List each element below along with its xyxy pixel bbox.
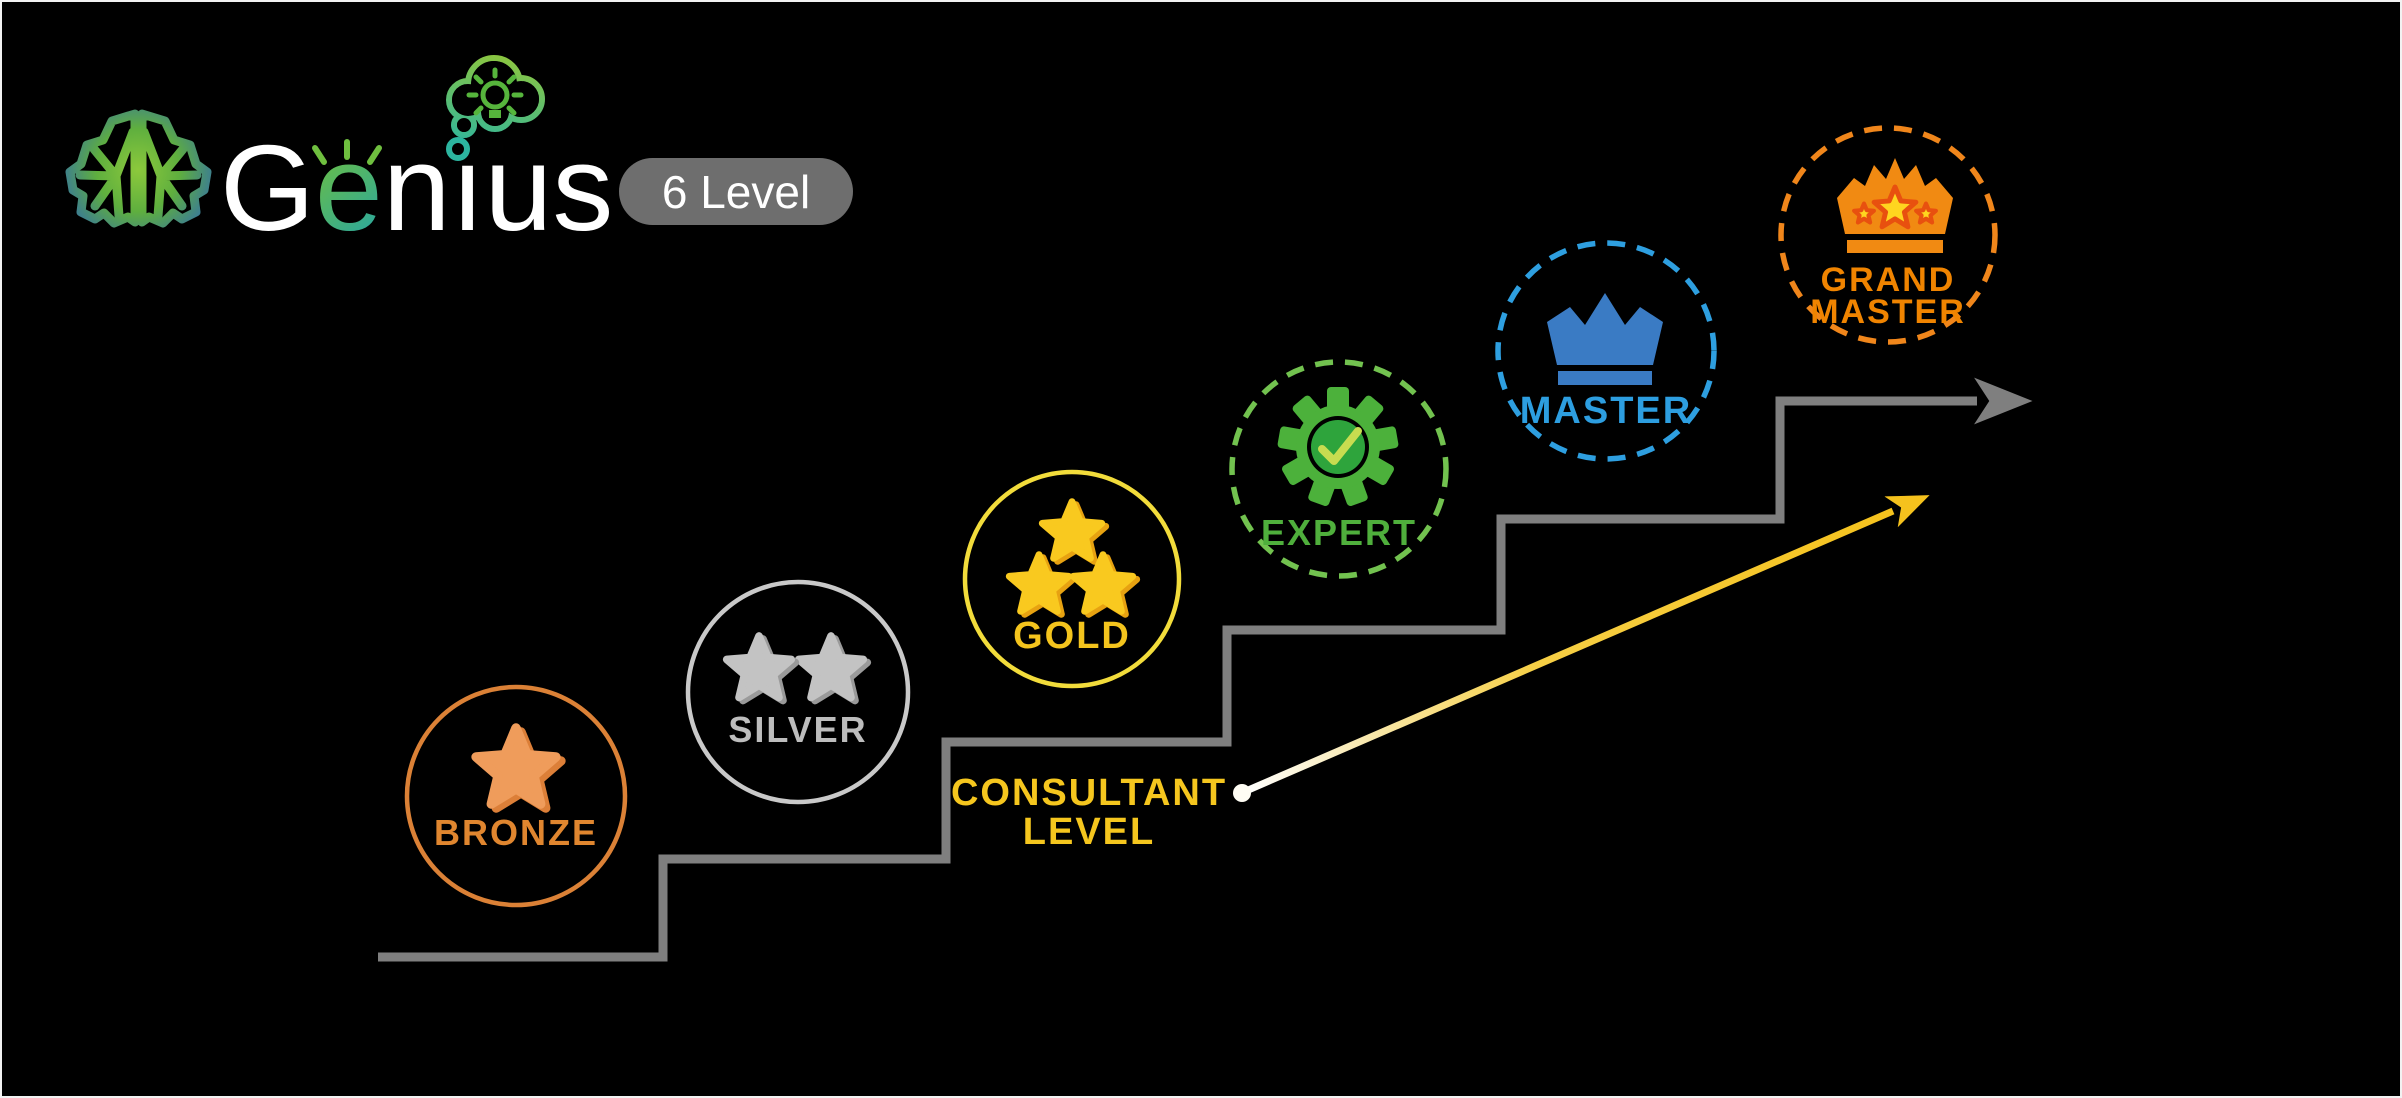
gold-label: GOLD [1013,615,1131,657]
thought-cloud-icon [446,55,545,138]
level-count-pill [619,158,853,225]
silver-label: SILVER [728,709,867,750]
consultant-level-line2: LEVEL [1023,811,1155,853]
two-stars-icon [727,636,868,701]
crown-stars-icon [1837,158,1953,253]
brand-wordmark: Genıus [220,120,613,256]
gear-check-icon [1277,387,1399,507]
gold-circle [962,469,1182,689]
silver-circle [685,579,911,805]
level-count-label: 6 Level [662,166,810,218]
growth-arrow [1244,495,1930,795]
three-stars-icon [1009,502,1136,614]
grand-master-circle [1778,125,1998,345]
badge-grand-master: GRAND MASTER [1778,125,1998,345]
one-star-icon [476,728,561,808]
grand-master-label-line2: MASTER [1810,293,1966,331]
bronze-circle [404,684,628,908]
badge-gold: GOLD [962,469,1182,689]
brain-icon [65,109,212,228]
master-label: MASTER [1520,390,1692,432]
e-rays-icon [312,139,382,165]
crown-icon [1547,293,1663,385]
growth-arrow-start-dot [1233,784,1251,802]
consultant-level-line1: CONSULTANT [951,772,1227,814]
staircase-line [378,377,2033,962]
expert-circle [1229,359,1449,579]
bronze-label: BRONZE [434,812,598,853]
badge-bronze: BRONZE [404,684,628,908]
badge-silver: SILVER [685,579,911,805]
grand-master-label-line1: GRAND [1821,261,1956,299]
lightbulb-sun-icon [466,67,524,118]
badge-master: MASTER [1495,240,1717,462]
badge-expert: EXPERT [1229,359,1449,579]
i-dot-ring-icon [446,137,470,161]
expert-label: EXPERT [1261,512,1417,553]
master-circle [1495,240,1717,462]
